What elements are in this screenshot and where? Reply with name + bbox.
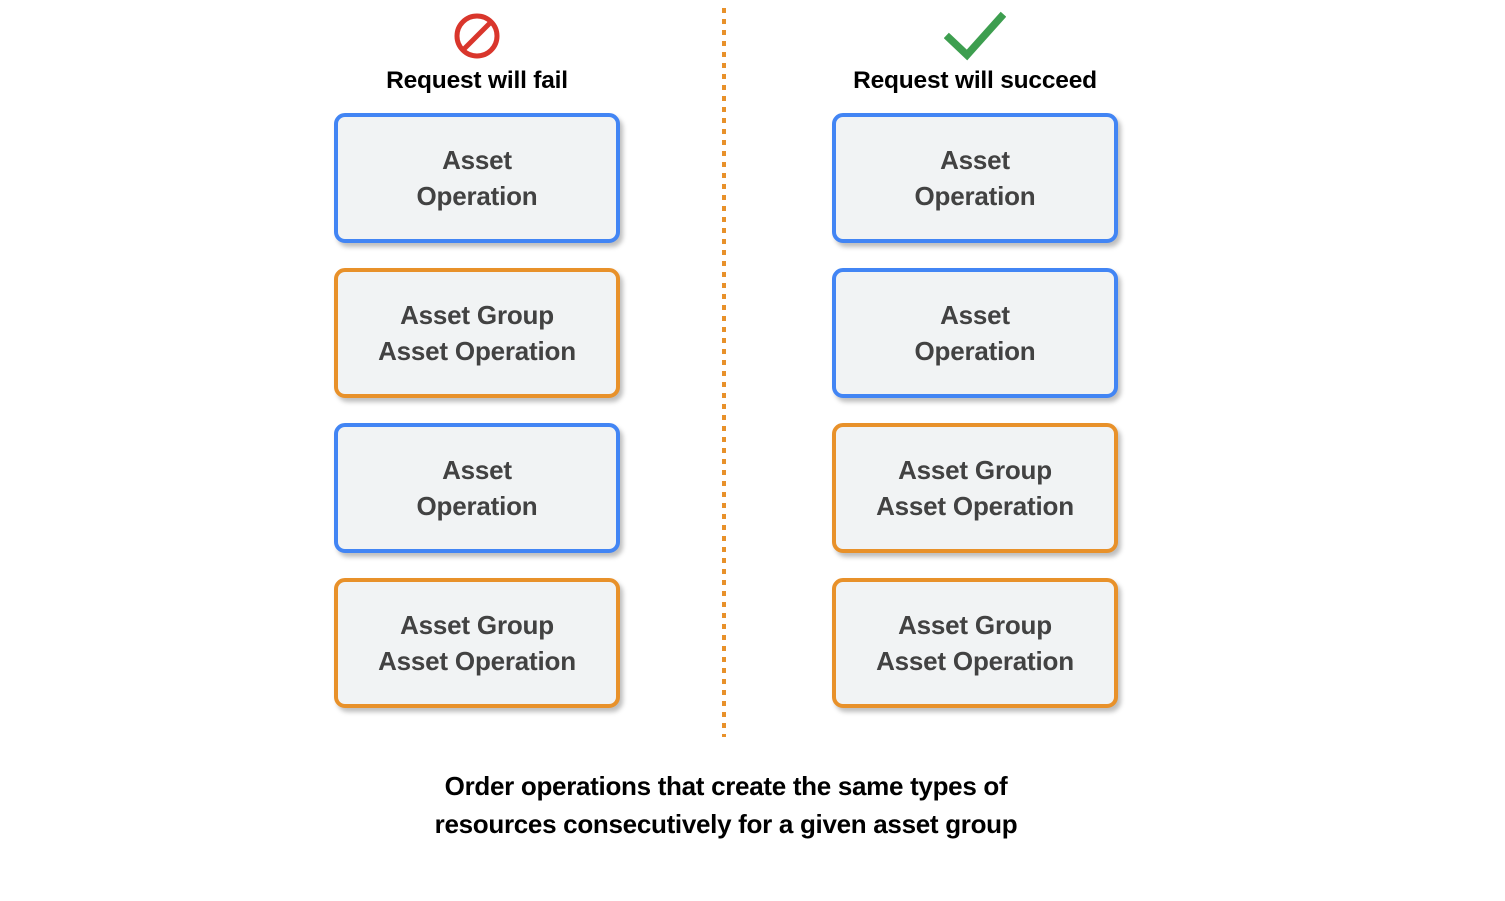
operation-card[interactable]: Asset Operation (334, 113, 620, 243)
checkmark-icon (765, 8, 1185, 64)
operation-card-label: Asset Operation (914, 145, 1036, 211)
column-header-succeed: Request will succeed (765, 8, 1185, 96)
prohibition-icon (267, 8, 687, 64)
operation-card[interactable]: Asset Operation (832, 113, 1118, 243)
operation-card[interactable]: Asset Operation (832, 268, 1118, 398)
column-label-succeed: Request will succeed (853, 67, 1097, 94)
operation-card[interactable]: Asset Group Asset Operation (334, 268, 620, 398)
dotted-divider (722, 8, 726, 737)
operation-card[interactable]: Asset Group Asset Operation (832, 423, 1118, 553)
operation-card-label: Asset Group Asset Operation (378, 610, 576, 676)
operation-card[interactable]: Asset Operation (334, 423, 620, 553)
column-label-fail: Request will fail (386, 67, 568, 94)
operation-card-label: Asset Group Asset Operation (378, 300, 576, 366)
operation-card-label: Asset Group Asset Operation (876, 455, 1074, 521)
operation-card-label: Asset Operation (416, 145, 538, 211)
operation-card[interactable]: Asset Group Asset Operation (832, 578, 1118, 708)
operation-card-label: Asset Operation (914, 300, 1036, 366)
diagram-caption: Order operations that create the same ty… (434, 771, 1018, 839)
operation-card[interactable]: Asset Group Asset Operation (334, 578, 620, 708)
column-header-fail: Request will fail (267, 8, 687, 96)
operation-card-label: Asset Operation (416, 455, 538, 521)
operation-card-label: Asset Group Asset Operation (876, 610, 1074, 676)
